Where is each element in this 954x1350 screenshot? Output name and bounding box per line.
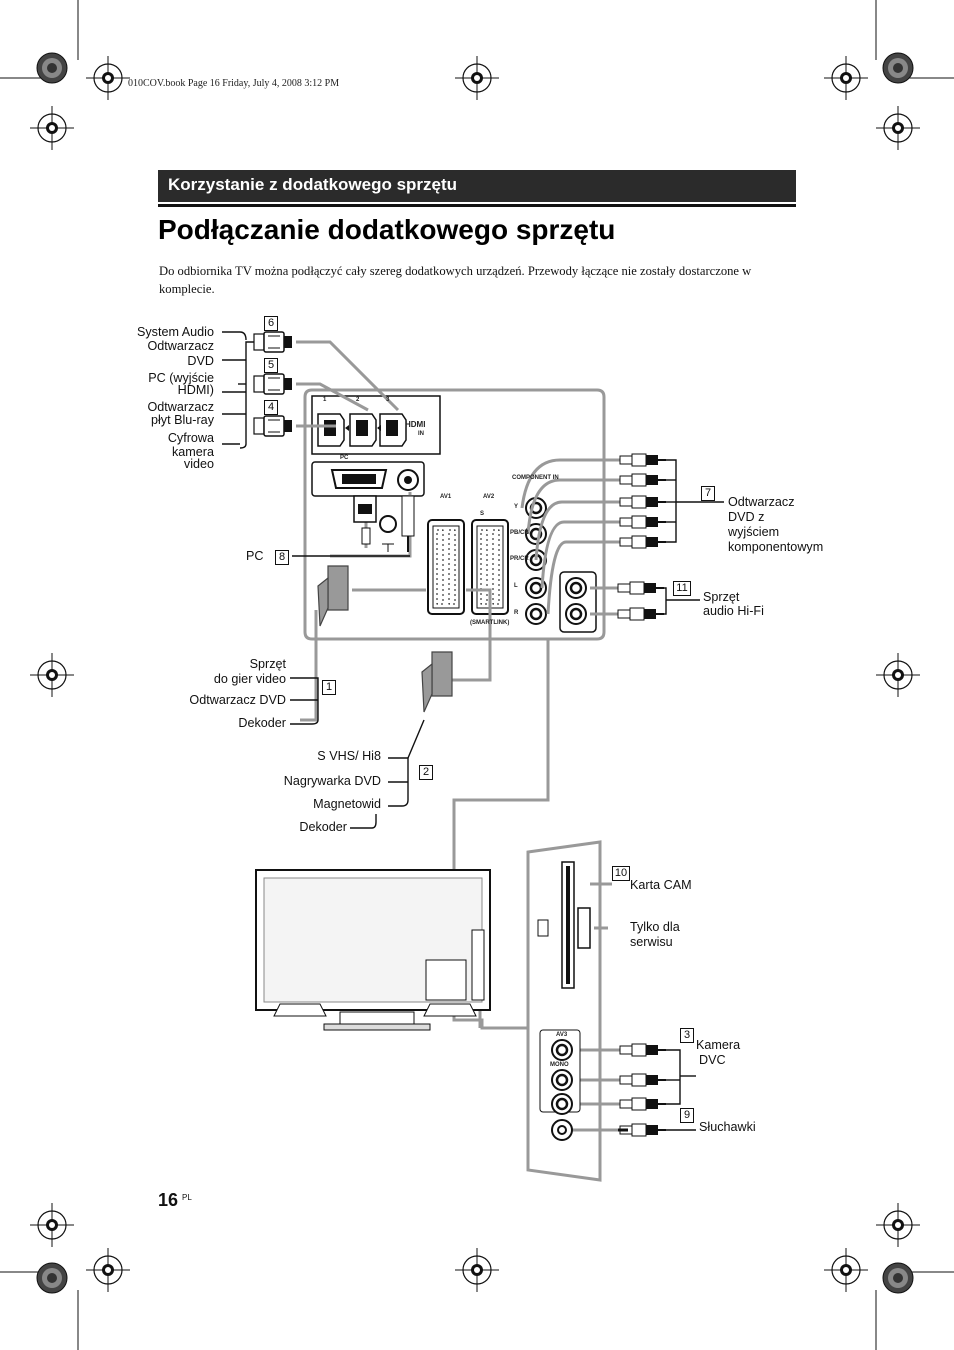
pc-port-label: PC [340,455,349,461]
label-pc-hdmi-line2: HDMI) [177,383,214,397]
section-rule [158,204,796,207]
label-av2-decoder: Dekoder [299,820,347,834]
side-panel-outline [526,840,602,1182]
badge-9: 9 [680,1108,694,1123]
label-bluray-line2: płyt Blu-ray [151,413,214,427]
pb-label: PB/CB [510,530,529,536]
mono-label: MONO [550,1062,569,1068]
label-dvc-line2: DVC [699,1053,726,1067]
hdmi-logo: HDMI [405,420,426,429]
label-system-audio: System Audio [136,325,214,339]
label-service-line1: Tylko dla [630,920,680,934]
hdmi-in-label: IN [418,431,424,437]
book-header: 010COV.book Page 16 Friday, July 4, 2008… [128,78,340,89]
label-av1-dvd: Odtwarzacz DVD [189,693,286,707]
label-pc: PC [246,549,264,563]
label-component-line2: DVD z [728,510,765,524]
label-dvc-line1: Kamera [696,1038,741,1052]
av2-s-label: S [480,511,485,517]
section-title: Korzystanie z dodatkowego sprzętu [168,175,458,194]
label-hifi-line2: audio Hi-Fi [703,604,764,618]
label-service-line2: serwisu [630,935,673,949]
hdmi-port-2-label: 2 [356,397,360,403]
label-component-line4: komponentowym [728,540,824,554]
av2-label: AV2 [483,494,495,500]
r-label: R [514,610,519,616]
component-in-label: COMPONENT IN [512,475,559,481]
badge-10: 10 [612,866,630,881]
label-component-line1: Odtwarzacz [728,495,795,509]
page-title: Podłączanie dodatkowego sprzętu [158,214,616,245]
page-number: 16 [158,1190,179,1210]
label-dvd-recorder: Nagrywarka DVD [283,774,381,788]
intro-paragraph: Do odbiornika TV można podłączyć cały sz… [159,264,752,296]
label-component-line3: wyjściem [728,525,780,539]
pr-label: PR/CR [510,556,529,562]
label-dvd-player-line1: Odtwarzacz [147,339,215,353]
badge-11: 11 [673,581,691,596]
badge-8: 8 [275,550,289,565]
label-game-line1: Sprzęt [249,657,286,671]
label-vcr: Magnetowid [313,797,381,811]
y-label: Y [514,504,519,510]
badge-6: 6 [264,316,278,331]
badge-4: 4 [264,400,278,415]
label-game-line2: do gier video [213,672,286,686]
badge-2: 2 [419,765,433,780]
av1-label: AV1 [440,494,452,500]
label-av1-decoder: Dekoder [238,716,286,730]
label-cam-card: Karta CAM [630,878,692,892]
page-language: PL [182,1193,192,1202]
hdmi-port-1-label: 1 [323,397,327,403]
badge-3: 3 [680,1028,694,1043]
hdmi-ports [317,413,407,447]
badge-1: 1 [322,680,336,695]
l-label: L [514,583,518,589]
av3-label: AV3 [556,1032,568,1038]
smartlink-label: (SMARTLINK) [470,620,510,626]
label-dvd-player-line2: DVD [187,354,214,368]
label-camera-line3: video [183,457,214,471]
badge-7: 7 [701,486,715,501]
label-camera-line2: kamera [172,445,214,459]
label-camera-line1: Cyfrowa [167,431,214,445]
label-hifi-line1: Sprzęt [703,590,740,604]
badge-5: 5 [264,358,278,373]
hdmi-port-3-label: 3 [386,397,390,403]
label-svhs: S VHS/ Hi8 [317,749,381,763]
label-bluray-line1: Odtwarzacz [147,400,215,414]
section-header-bar: Korzystanie z dodatkowego sprzętu [158,170,796,202]
label-pc-hdmi-line1: PC (wyjście [148,371,214,385]
rear-panel-outline [303,388,606,641]
label-headphones: Słuchawki [699,1120,756,1134]
